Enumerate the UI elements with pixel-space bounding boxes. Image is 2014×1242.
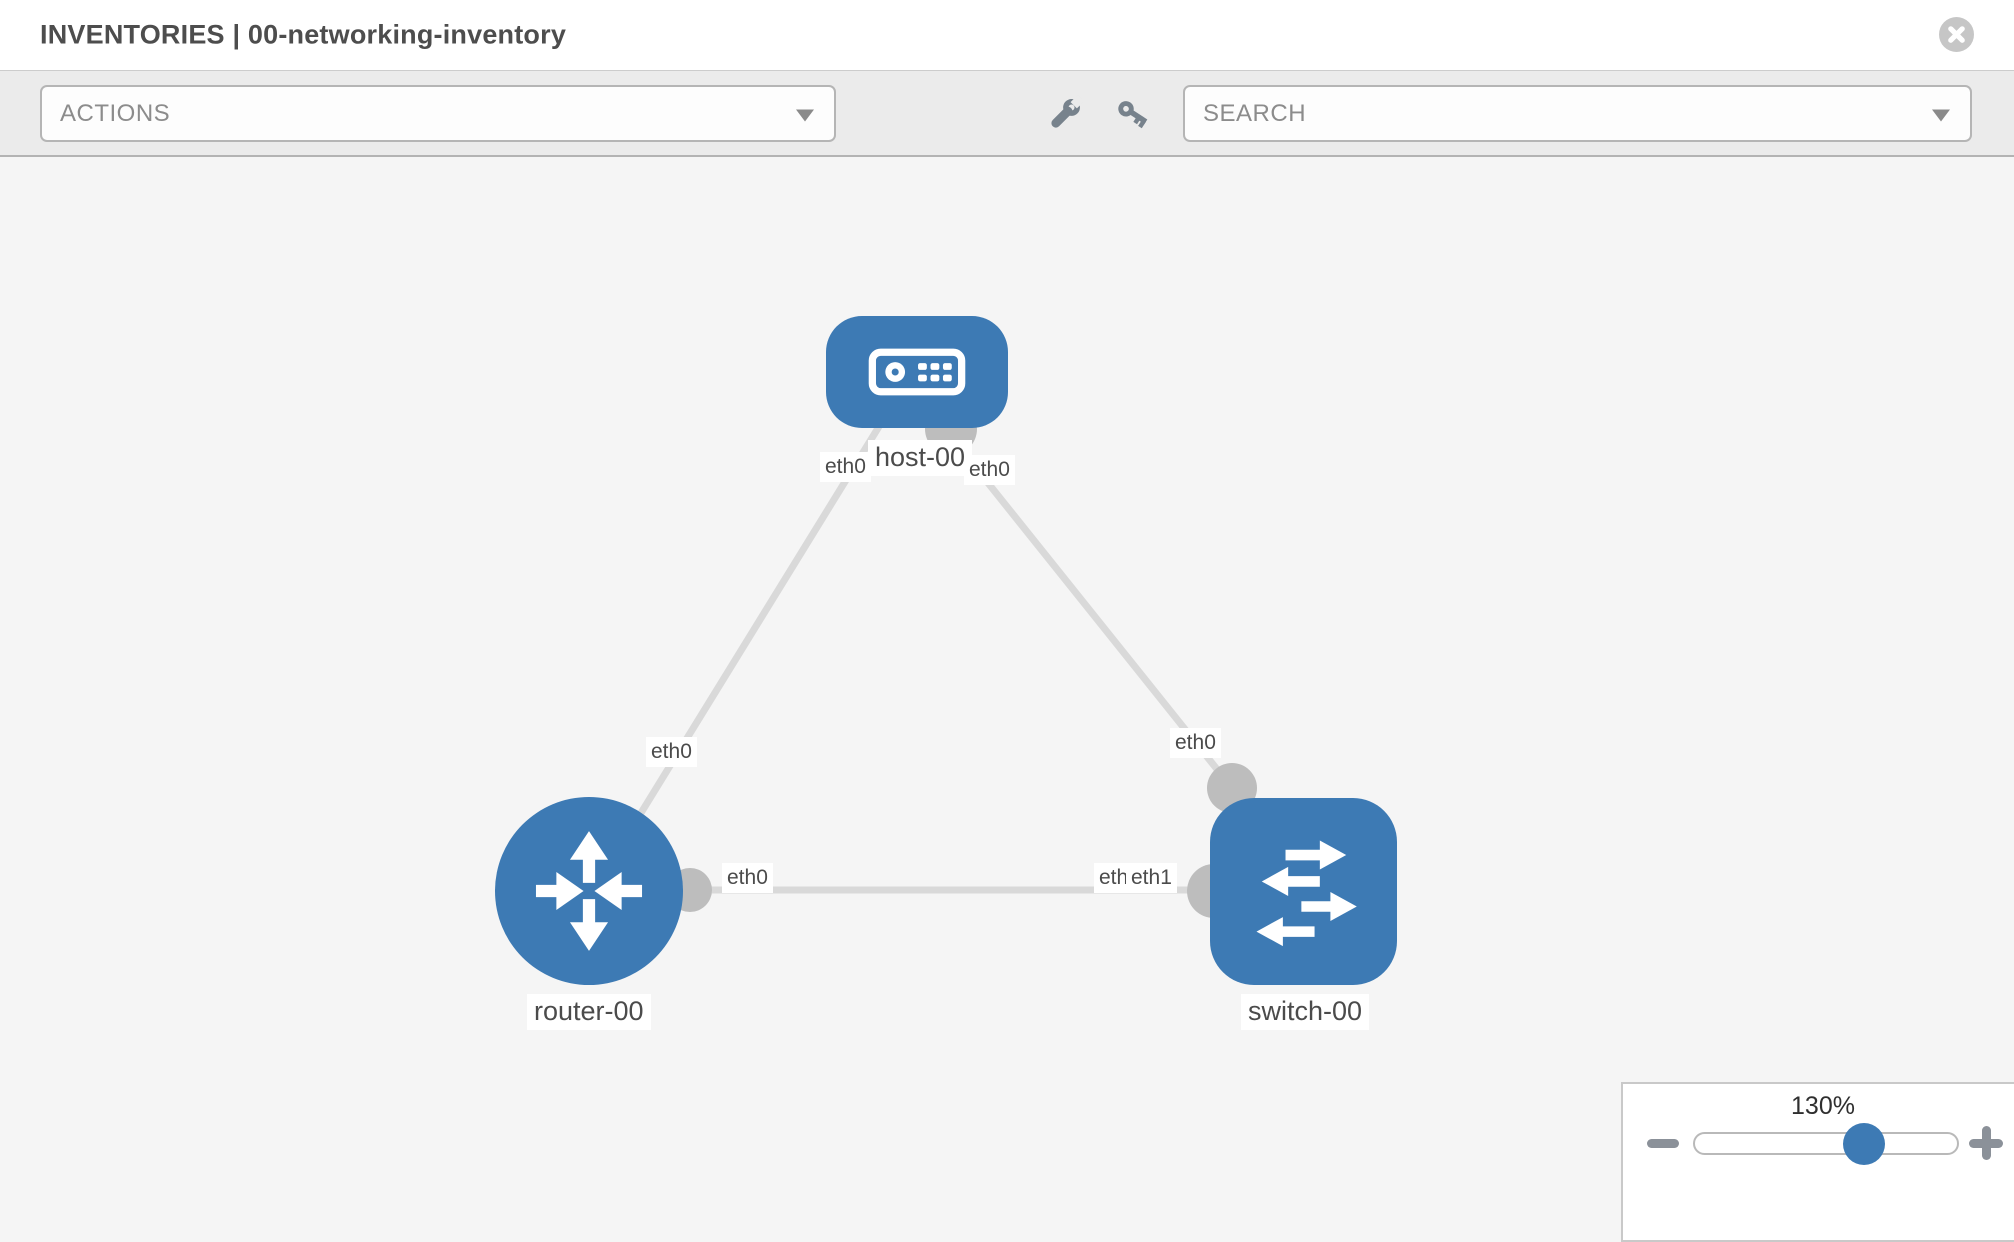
host-icon: [868, 348, 966, 396]
modal-header: INVENTORIES | 00-networking-inventory: [0, 0, 2014, 71]
actions-dropdown[interactable]: ACTIONS: [40, 85, 836, 142]
toolbar: ACTIONS SEARCH: [0, 71, 2014, 157]
interface-label-router-eth0-right: eth0: [722, 863, 773, 894]
node-label-switch: switch-00: [1241, 994, 1370, 1030]
tools-button[interactable]: [1046, 95, 1084, 133]
interface-label-host-eth0-left: eth0: [820, 452, 871, 483]
node-switch-00[interactable]: [1210, 798, 1397, 985]
search-dropdown[interactable]: SEARCH: [1183, 85, 1972, 142]
zoom-in-icon[interactable]: [1969, 1126, 2003, 1160]
node-label-host: host-00: [868, 440, 973, 476]
router-icon: [535, 831, 643, 951]
node-label-router: router-00: [527, 994, 651, 1030]
interface-label-router-eth0-top: eth0: [646, 737, 697, 768]
zoom-out-icon[interactable]: [1647, 1139, 1679, 1148]
actions-dropdown-label: ACTIONS: [60, 99, 171, 127]
close-button[interactable]: [1939, 17, 1974, 52]
node-host-00[interactable]: [826, 316, 1008, 428]
plus-bar-vertical: [1982, 1126, 1991, 1160]
search-dropdown-label: SEARCH: [1203, 99, 1307, 127]
page-title: INVENTORIES | 00-networking-inventory: [40, 19, 567, 50]
chevron-down-icon: [796, 108, 814, 121]
node-router-00[interactable]: [495, 797, 683, 985]
interface-label-switch-eth1: eth1: [1126, 863, 1177, 894]
interface-label-switch-eth0-top: eth0: [1170, 728, 1221, 759]
wrench-icon: [1051, 95, 1084, 128]
links-layer: [609, 418, 1235, 894]
zoom-slider-track[interactable]: [1693, 1132, 1959, 1155]
zoom-panel: 130%: [1621, 1082, 2014, 1242]
key-icon: [1118, 101, 1148, 129]
credentials-button[interactable]: [1115, 95, 1153, 133]
zoom-level: 130%: [1791, 1092, 1855, 1120]
chevron-down-icon: [1932, 108, 1950, 121]
interface-label-host-eth0-right: eth0: [964, 455, 1015, 486]
switch-icon: [1255, 840, 1357, 946]
close-icon: [1948, 26, 1965, 43]
zoom-slider-knob[interactable]: [1843, 1123, 1885, 1165]
link-host-router[interactable]: [609, 418, 886, 862]
